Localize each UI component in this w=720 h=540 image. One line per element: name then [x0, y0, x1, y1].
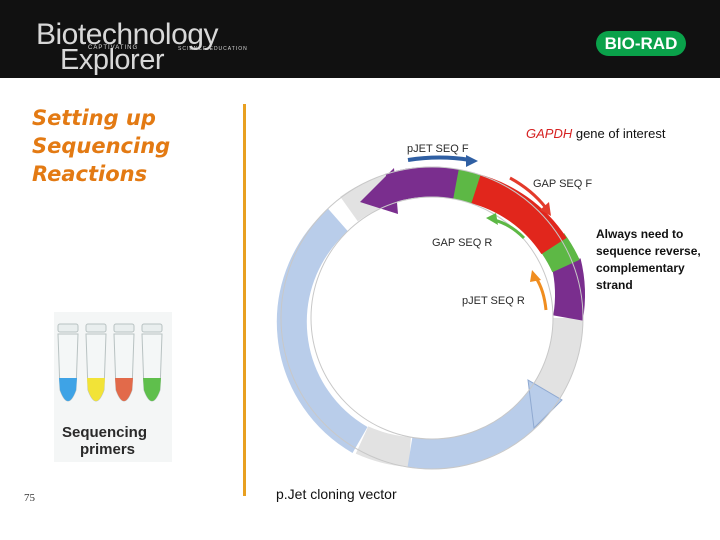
brand-logo-line1: Biotechnology: [36, 18, 218, 51]
purple-arrowhead: [360, 168, 398, 214]
diagram-caption: p.Jet cloning vector: [276, 486, 397, 502]
gap-seq-f-label: GAP SEQ F: [533, 178, 592, 190]
vector-segment-blue-left: [276, 208, 368, 453]
sequencing-primer-tubes: Sequencing primers: [54, 312, 172, 462]
brand-tagline-right: SCIENCE EDUCATION: [178, 46, 248, 52]
vector-segment-grey-bottom: [355, 426, 412, 467]
plasmid-ring: [276, 166, 585, 470]
brand-logo-line2: Explorer: [60, 44, 165, 76]
pjet-seq-r-arrowhead: [530, 270, 541, 282]
gap-seq-r-label: GAP SEQ R: [432, 237, 492, 249]
vector-segment-grey-right: [527, 317, 583, 410]
gap-seq-f-arrowhead: [540, 202, 551, 216]
gap-seq-r-arrowhead: [486, 213, 498, 225]
insert-purple-left: [385, 166, 459, 203]
gap-seq-f-arrow: [509, 176, 548, 209]
pjet-seq-f-label: pJET SEQ F: [407, 143, 469, 155]
sequencing-note: Always need to sequence reverse, complem…: [596, 227, 701, 292]
pjet-seq-r-arrow: [534, 277, 548, 311]
gene-name: GAPDH: [526, 126, 573, 141]
tubes-caption-line1: Sequencing: [62, 424, 147, 441]
insert-green-left: [452, 169, 481, 204]
header-banner: Biotechnology Explorer CAPTIVATING SCIEN…: [0, 0, 720, 78]
tube-yellow: [85, 323, 107, 402]
vertical-divider: [243, 104, 246, 496]
tubes-caption-line2: primers: [80, 441, 135, 458]
brand-tagline-left: CAPTIVATING: [88, 45, 139, 51]
pjet-seq-f-arrow: [407, 155, 471, 162]
tube-red: [113, 323, 135, 402]
insert-purple-right: [551, 258, 585, 321]
gene-label-suffix: gene of interest: [572, 126, 666, 141]
vector-segment-blue-bottom: [407, 390, 552, 469]
biorad-logo: BIO-RAD: [596, 31, 686, 56]
tube-green: [141, 323, 163, 402]
page-number: 75: [24, 492, 35, 504]
pjet-seq-r-label: pJET SEQ R: [462, 295, 525, 307]
tube-blue: [57, 323, 79, 402]
pjet-seq-f-arrowhead: [466, 155, 478, 167]
gene-of-interest-label: GAPDH gene of interest: [526, 126, 665, 141]
insert-red: [468, 173, 567, 255]
primer-arrows: [407, 155, 551, 311]
slide-title: Setting up Sequencing Reactions: [32, 106, 171, 186]
